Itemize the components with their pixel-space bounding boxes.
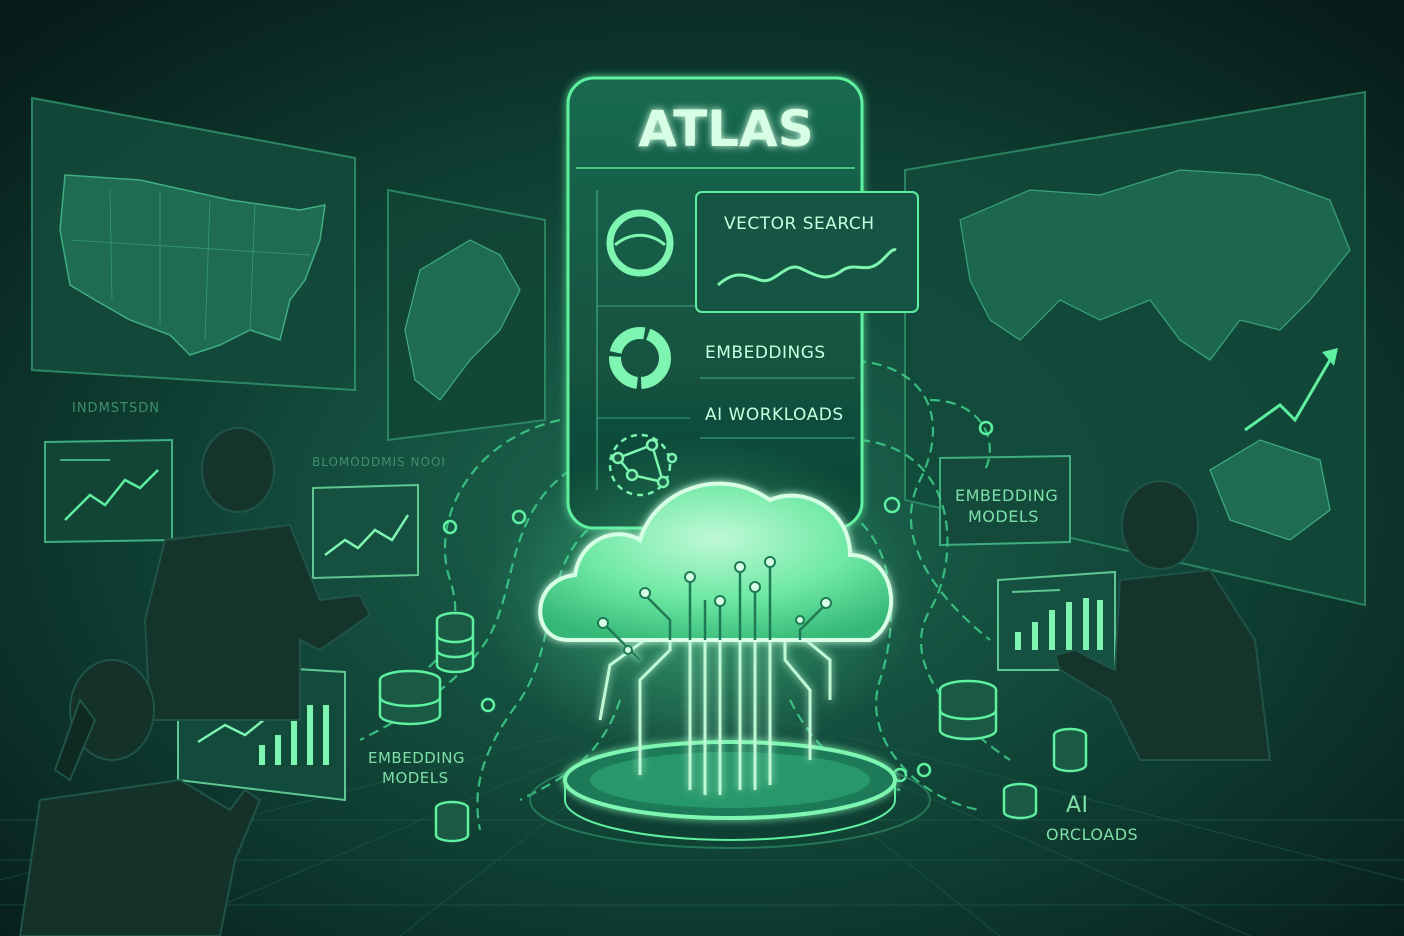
database-icon-1 xyxy=(435,611,475,674)
left-chart-screen-mid xyxy=(312,483,419,580)
database-icon-6 xyxy=(1002,782,1038,820)
left-map-caption: INDMSTSDN xyxy=(72,401,160,416)
right-ai-line2: ORCLOADS xyxy=(1046,825,1138,844)
left-models-line2: MODELS xyxy=(382,769,449,787)
world-map-icon xyxy=(959,169,1351,361)
person-right-standing xyxy=(1053,480,1272,761)
database-icon-2 xyxy=(378,669,442,726)
us-map-screen: INDMSTSDN xyxy=(31,96,356,416)
cloud-icon xyxy=(538,481,893,642)
us-map-icon xyxy=(59,174,326,356)
vector-search-label: VECTOR SEARCH xyxy=(724,214,875,234)
embeddings-label: EMBEDDINGS xyxy=(705,343,826,363)
right-models-line1: EMBEDDING xyxy=(955,486,1058,505)
trend-up-arrow-icon xyxy=(1244,359,1332,432)
ai-workloads-label: AI WORKLOADS xyxy=(705,405,844,425)
vector-search-sparkline xyxy=(717,248,897,287)
right-ai-line1: AI xyxy=(1066,793,1089,818)
donut-chart-icon xyxy=(609,327,671,389)
database-icon-5 xyxy=(1052,727,1088,773)
atlas-panel-title: ATLAS xyxy=(638,100,814,158)
cloud-circuit-nodes xyxy=(597,556,832,655)
europe-map-icon xyxy=(404,239,521,401)
right-models-screen xyxy=(939,454,1071,547)
person-left-sitting xyxy=(18,659,262,936)
cloud-circuit xyxy=(604,565,826,661)
right-models-line2: MODELS xyxy=(968,507,1039,526)
vector-search-card[interactable] xyxy=(695,191,919,313)
ring-chart-icon xyxy=(606,209,674,277)
database-icon-4 xyxy=(938,679,998,741)
left-top-caption: BLOMODDMIS NOOI xyxy=(312,455,446,469)
left-chart-screen-top xyxy=(44,438,173,544)
atlas-panel: ATLAS VECTOR SEARCH EMBEDDINGS AI WORKLO… xyxy=(566,76,919,530)
database-icon-3 xyxy=(434,800,470,843)
cloud-pedestal xyxy=(529,740,931,849)
left-models-line1: EMBEDDING xyxy=(368,749,465,767)
europe-map-screen xyxy=(387,188,546,442)
